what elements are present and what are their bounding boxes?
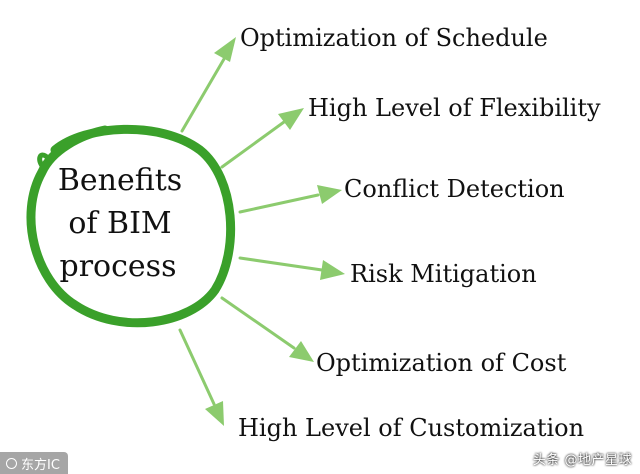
- author-watermark: 头条 @地产星球: [532, 453, 632, 468]
- arrow-4: [238, 256, 345, 280]
- watermark-logo-icon: [6, 457, 17, 469]
- benefit-label-risk-mitigation: Risk Mitigation: [350, 260, 537, 288]
- source-watermark: 东方IC: [0, 452, 68, 474]
- arrow-5: [220, 296, 314, 362]
- arrow-1: [180, 37, 236, 133]
- center-title-line-2: of BIM: [68, 206, 171, 241]
- arrow-6: [178, 328, 224, 426]
- source-watermark-text: 东方IC: [21, 457, 60, 473]
- benefit-label-schedule: Optimization of Schedule: [240, 24, 548, 52]
- arrow-3: [238, 185, 342, 214]
- center-title-line-1: Benefits: [58, 163, 182, 198]
- arrow-2: [220, 108, 304, 169]
- benefit-label-customization: High Level of Customization: [238, 414, 584, 442]
- center-circle: [26, 124, 236, 328]
- benefit-label-conflict-detection: Conflict Detection: [344, 175, 565, 203]
- benefit-label-cost: Optimization of Cost: [316, 349, 567, 377]
- benefit-label-flexibility: High Level of Flexibility: [308, 94, 601, 122]
- center-title-line-3: process: [60, 249, 177, 284]
